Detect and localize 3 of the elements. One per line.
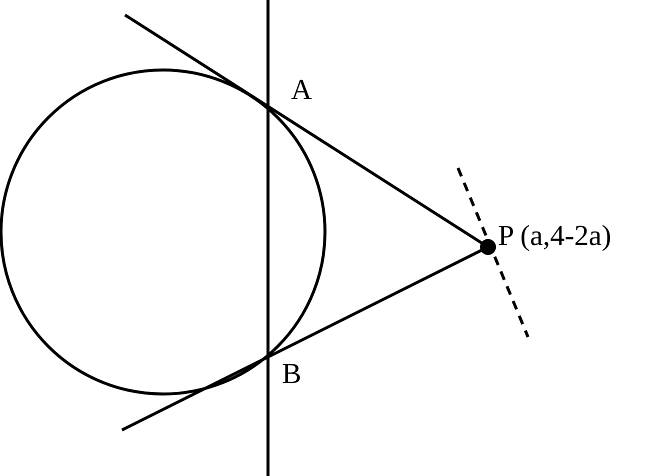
point-label: A bbox=[291, 76, 312, 105]
point-label: P (a,4-2a) bbox=[498, 222, 612, 251]
point-label: B bbox=[282, 360, 302, 389]
